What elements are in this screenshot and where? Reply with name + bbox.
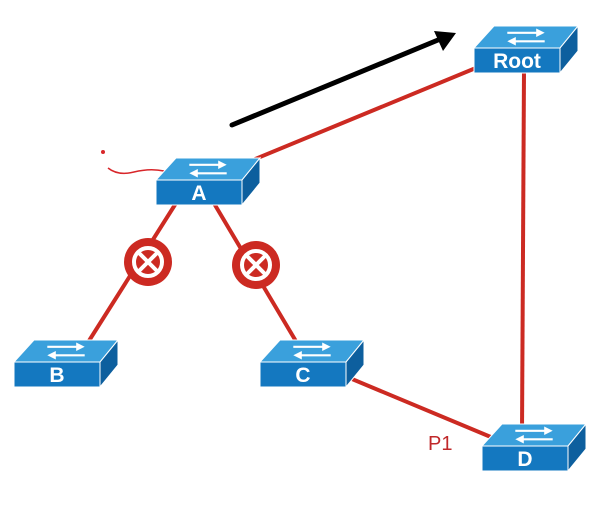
link-a-root xyxy=(246,56,502,164)
switch-c-label: C xyxy=(295,364,310,387)
link-a-b xyxy=(78,198,180,357)
pen-annotation xyxy=(101,150,165,175)
switch-b[interactable]: B xyxy=(12,338,120,389)
switch-root-label: Root xyxy=(493,50,541,73)
network-switch-icon xyxy=(515,426,553,444)
blocked-port-icon xyxy=(124,238,172,286)
switch-d[interactable]: D xyxy=(480,422,588,473)
port-label-p1: P1 xyxy=(428,433,452,455)
links xyxy=(78,56,526,442)
link-c-d xyxy=(338,372,500,442)
switch-d-label: D xyxy=(517,448,532,471)
direction-arrow-icon xyxy=(229,31,456,128)
switch-b-label: B xyxy=(49,364,64,387)
blocked-port-icon xyxy=(232,241,280,289)
link-root-d xyxy=(520,68,526,434)
network-switch-icon xyxy=(47,342,85,360)
network-switch-icon xyxy=(507,28,545,46)
network-switch-icon xyxy=(189,160,227,178)
network-switch-icon xyxy=(293,342,331,360)
switch-a[interactable]: A xyxy=(154,156,262,207)
switch-root[interactable]: Root xyxy=(472,24,580,75)
switch-a-label: A xyxy=(191,182,206,205)
switch-c[interactable]: C xyxy=(258,338,366,389)
